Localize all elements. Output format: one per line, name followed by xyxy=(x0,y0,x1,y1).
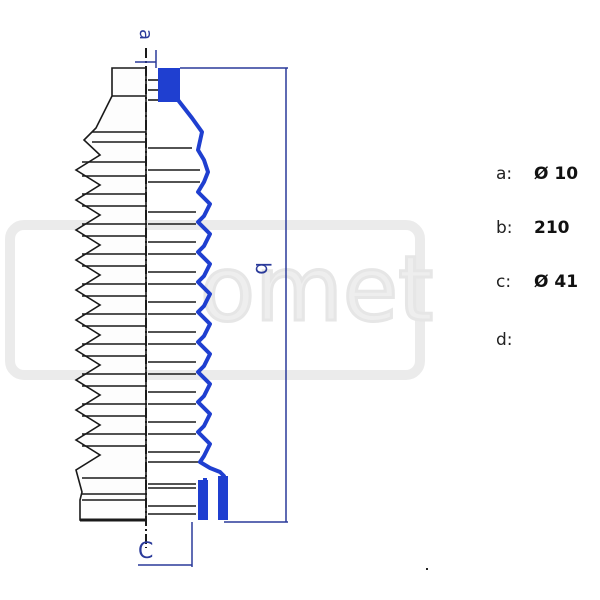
dim-label-b: b xyxy=(251,262,275,275)
spec-value: Ø 41 xyxy=(534,272,579,292)
dim-label-a: a xyxy=(135,29,156,40)
bottom-seal-section-b xyxy=(218,476,228,520)
inner-lines xyxy=(148,79,200,515)
spec-row-d: d: xyxy=(496,326,534,354)
spec-value: 210 xyxy=(534,218,570,238)
spec-row-a: a: Ø 10 xyxy=(496,160,578,188)
spec-row-b: b: 210 xyxy=(496,214,570,242)
bellows-outline xyxy=(74,67,147,521)
dim-label-c: C xyxy=(138,539,153,564)
spec-key: a: xyxy=(496,164,513,184)
watermark-logo: omet xyxy=(5,220,435,380)
stray-dot xyxy=(426,568,428,570)
svg-text:omet: omet xyxy=(200,237,433,342)
spec-value: Ø 10 xyxy=(534,164,579,184)
spec-key: c: xyxy=(496,272,512,292)
top-seal-section xyxy=(158,68,180,102)
rib-lines xyxy=(82,95,146,501)
bottom-seal-section-a xyxy=(198,480,208,520)
dimension-lines xyxy=(135,50,288,567)
dimension-labels: a b C xyxy=(135,29,275,564)
spec-row-c: c: Ø 41 xyxy=(496,268,578,296)
spec-key: d: xyxy=(496,330,513,350)
spec-key: b: xyxy=(496,218,513,238)
